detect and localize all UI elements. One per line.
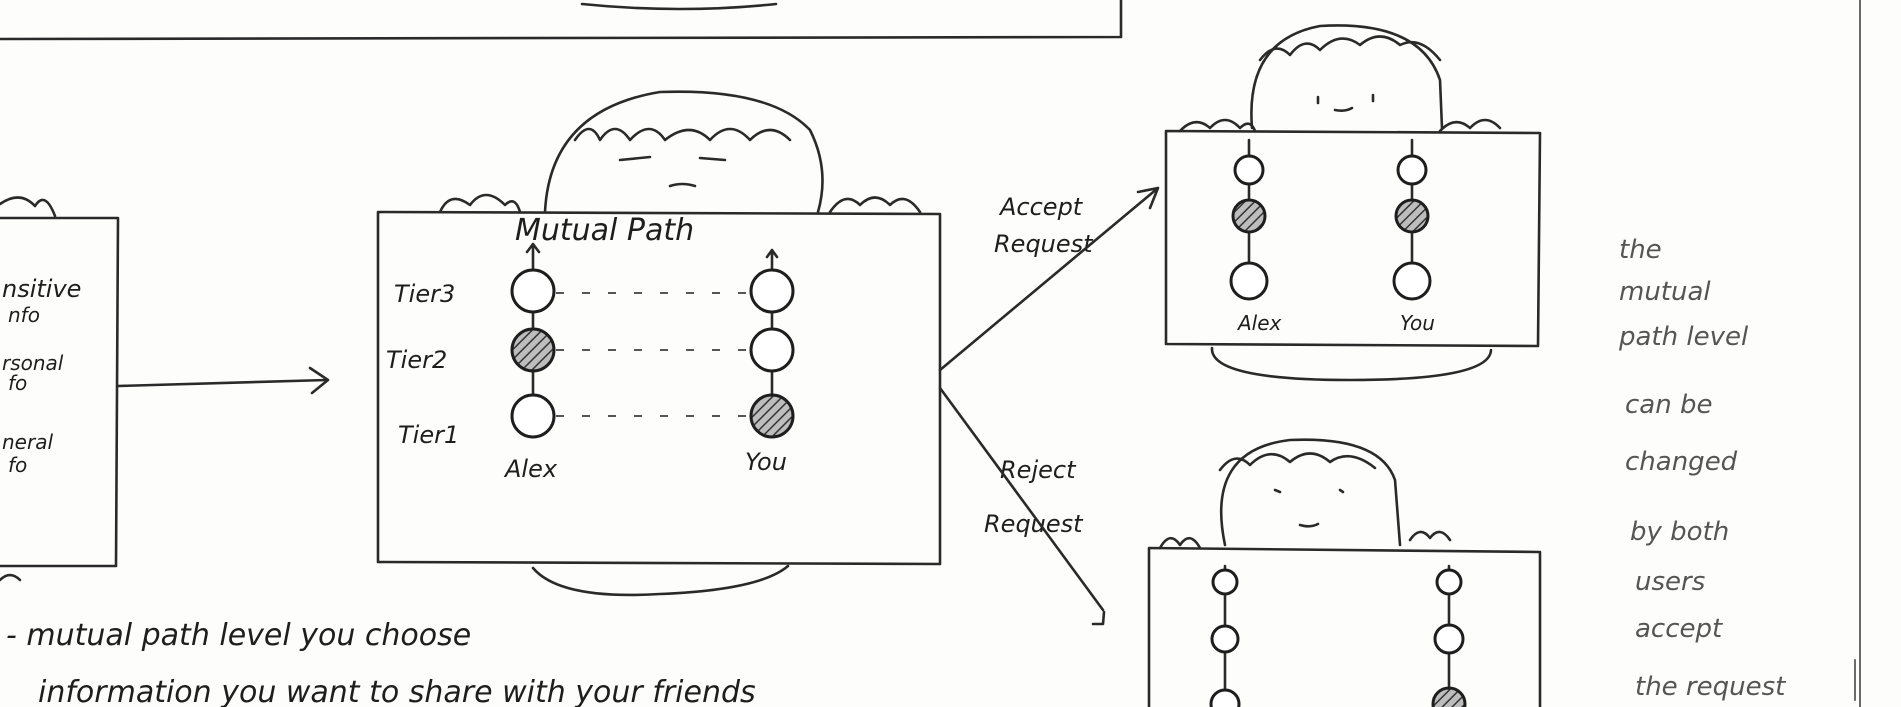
bottom-note: - mutual path level you choose informati… [6, 618, 756, 707]
info-sensitive: nsitive [2, 275, 81, 303]
accept-label[interactable]: Accept [998, 193, 1084, 221]
you-tier3-node[interactable] [749, 268, 795, 314]
top-partial-screen [0, 0, 1123, 41]
you-label: You [745, 448, 787, 476]
accept-alex-label: Alex [1236, 311, 1282, 335]
accept-you-label: You [1400, 311, 1435, 335]
reject-alex-tier2-node [1210, 624, 1240, 654]
accept-label-request[interactable]: Request [994, 230, 1094, 258]
you-tier1-node-selected[interactable] [749, 393, 795, 439]
person-head-reject [1158, 438, 1452, 550]
arrow-to-mutual-path [116, 366, 330, 395]
alex-tier1-node[interactable] [510, 393, 556, 439]
side-note-line: by both [1630, 517, 1729, 547]
accept-you-tier3-node [1396, 154, 1428, 186]
side-note-line: accept [1635, 614, 1723, 644]
info-general-suffix: fo [8, 453, 27, 477]
reject-result-screen [1147, 546, 1542, 707]
reject-request-branch[interactable]: Reject Request [938, 386, 1106, 626]
reject-you-tier1-node [1431, 686, 1467, 707]
alex-tier3-node[interactable] [510, 268, 556, 314]
side-note-line: can be [1625, 390, 1712, 420]
info-personal: rsonal [2, 351, 64, 375]
you-tier2-node[interactable] [749, 327, 795, 373]
side-note-line: mutual [1619, 277, 1711, 307]
person-head-middle [438, 90, 922, 214]
reject-alex-tier1-node [1209, 688, 1241, 707]
person-head-accept [1178, 24, 1502, 133]
tier1-label: Tier1 [398, 421, 459, 449]
side-note-line: users [1635, 567, 1705, 597]
bottom-note-line2: information you want to share with your … [38, 675, 756, 707]
side-note: the mutual path level can be changed by … [1618, 235, 1856, 702]
info-personal-suffix: fo [8, 371, 27, 395]
reject-alex-tier3-node [1211, 568, 1239, 596]
info-sensitive-suffix: nfo [8, 303, 40, 327]
alex-tier2-node-selected[interactable] [510, 327, 556, 373]
info-general: neral [2, 430, 53, 454]
mutual-path-title: Mutual Path [515, 213, 694, 248]
tier3-label: Tier3 [394, 280, 455, 308]
side-note-line: changed [1625, 447, 1738, 477]
reject-you-tier2-node [1433, 623, 1465, 655]
accept-alex-tier2-node [1231, 198, 1267, 234]
accept-alex-tier1-node [1229, 261, 1269, 301]
tier2-label: Tier2 [386, 346, 447, 374]
side-note-line: path level [1618, 322, 1749, 352]
mutual-path-screen: Mutual Path Tier3 Tier2 Tier1 Alex You [376, 210, 942, 597]
left-screen: nsitive nfo rsonal fo neral fo [0, 196, 120, 582]
side-note-line: the request [1635, 672, 1786, 702]
alex-label: Alex [503, 455, 558, 483]
accept-you-tier2-node [1394, 198, 1430, 234]
accept-request-branch[interactable]: Accept Request [938, 186, 1160, 372]
reject-label[interactable]: Reject [1000, 456, 1077, 484]
accept-alex-tier3-node [1233, 154, 1265, 186]
side-note-line: the [1619, 235, 1662, 265]
reject-you-tier3-node [1435, 568, 1463, 596]
accept-you-tier1-node [1392, 261, 1432, 301]
accept-result-screen: Alex You [1164, 129, 1542, 382]
bottom-note-line1: - mutual path level you choose [6, 618, 471, 653]
